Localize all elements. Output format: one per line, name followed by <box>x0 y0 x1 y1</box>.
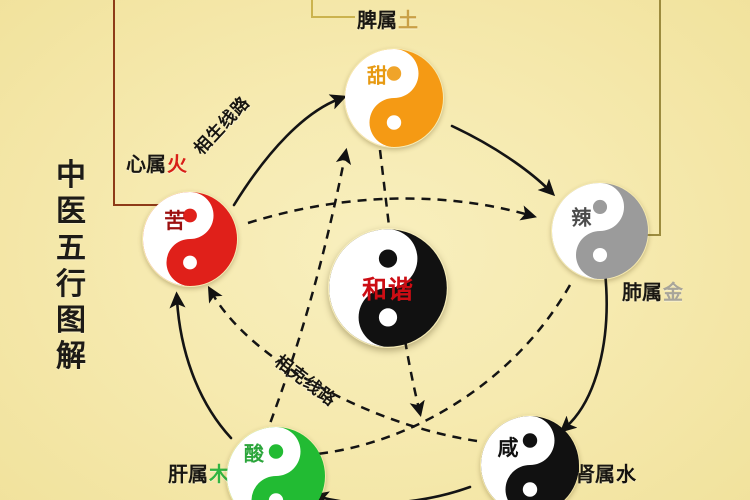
arrow-earth-to-metal <box>450 124 556 197</box>
label-element-earth: 土 <box>398 8 418 32</box>
label-heart-fire: 心属火 <box>126 148 187 177</box>
arrow-metal-to-water <box>559 270 608 433</box>
arrow-wood-to-earth <box>263 147 352 438</box>
taiji-metal-spicy[interactable]: 辣 <box>551 182 649 280</box>
taiji-water-disc <box>480 415 580 500</box>
label-kidney-water: 肾属水 <box>575 458 636 487</box>
taiji-earth-sweet[interactable]: 甜 <box>344 48 444 148</box>
title-char-2: 医 <box>56 194 86 230</box>
label-liver-organ: 肝属 <box>168 462 208 486</box>
label-element-metal: 金 <box>663 280 683 304</box>
label-liver-wood: 肝属木 <box>168 458 229 487</box>
label-kidney-organ: 肾属 <box>575 462 615 486</box>
title-char-4: 行 <box>56 266 86 302</box>
page-title: 中 医 五 行 图 解 <box>44 158 98 376</box>
label-element-fire: 火 <box>167 152 187 176</box>
taiji-center-disc <box>328 228 448 348</box>
taiji-metal-disc <box>551 182 649 280</box>
bracket-top-earth <box>311 0 355 18</box>
label-lung-organ: 肺属 <box>622 280 662 304</box>
title-char-5: 图 <box>56 303 86 339</box>
taiji-fire-disc <box>142 191 238 287</box>
arrow-water-to-wood <box>311 485 472 500</box>
label-element-water: 水 <box>616 462 636 486</box>
title-char-1: 中 <box>56 158 86 193</box>
label-spleen-organ: 脾属 <box>357 8 397 32</box>
generating-cycle-arrows <box>169 94 608 500</box>
label-spleen-earth: 脾属土 <box>357 4 418 33</box>
label-lung-metal: 肺属金 <box>622 276 683 305</box>
arrow-water-to-fire <box>207 285 478 443</box>
label-heart-organ: 心属 <box>126 152 166 176</box>
taiji-wood-sour[interactable]: 酸 <box>226 426 326 500</box>
overcoming-cycle-arrows <box>207 147 572 463</box>
taiji-earth-disc <box>344 48 444 148</box>
taiji-fire-bitter[interactable]: 苦 <box>142 191 238 287</box>
arrow-fire-to-earth <box>232 94 348 207</box>
arrow-earth-to-water <box>378 149 425 418</box>
arrow-wood-to-fire <box>169 291 233 440</box>
arrow-fire-to-metal <box>247 197 537 225</box>
taiji-wood-disc <box>226 426 326 500</box>
title-char-6: 解 <box>56 339 86 375</box>
taiji-center-harmony[interactable]: 和谐 <box>328 228 448 348</box>
bracket-left-title <box>113 0 161 206</box>
title-char-3: 五 <box>56 230 86 266</box>
label-element-wood: 木 <box>209 462 229 486</box>
